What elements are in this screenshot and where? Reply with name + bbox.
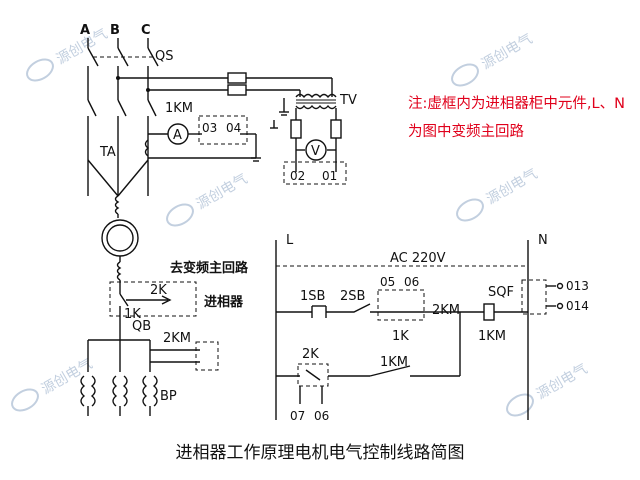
- brand-logo-icon: [11, 388, 39, 412]
- phase-c-label: C: [141, 23, 151, 38]
- sb1-button: [300, 306, 340, 318]
- phase-advancer-box: [109, 281, 197, 317]
- fuse: [227, 72, 247, 84]
- brand-logo-icon: [506, 393, 534, 417]
- supply-label: AC 220V: [390, 251, 446, 266]
- km1-label: 1KM: [165, 101, 193, 116]
- watermark-text: 源创电气: [534, 361, 590, 403]
- phase-advancer-transformer: [80, 375, 158, 416]
- diagram-title: 进相器工作原理电机电气控制线路简图: [175, 443, 465, 463]
- terminal-box-02-01: [283, 161, 347, 185]
- terminal-01: 01: [322, 169, 337, 183]
- sb2-button: [340, 303, 378, 313]
- note-text: 注:虚框内为进相器柜中元件,L、N为图中变频主回路: [408, 96, 625, 140]
- ta-label: TA: [99, 145, 116, 160]
- watermark: 源创电气: [456, 166, 540, 222]
- control-circuit: L N AC 220V SQF 013 014 1SB 2SB 05 06 1K…: [275, 233, 589, 423]
- voltmeter-icon: [305, 139, 327, 161]
- power-circuit: A B C QS TV: [80, 23, 357, 416]
- km2-contact-label: 2KM: [432, 303, 460, 318]
- km2-label: 2KM: [163, 331, 191, 346]
- km1-coil-label: 1KM: [478, 329, 506, 344]
- sqf-box: [521, 279, 547, 315]
- k1-coil-label: 1K: [392, 329, 409, 344]
- bp-label: BP: [160, 389, 177, 404]
- voltmeter-label: V: [311, 144, 320, 159]
- km1-main-contact: [87, 99, 97, 117]
- ammeter-label: A: [173, 128, 182, 143]
- phase-b-label: B: [110, 23, 120, 38]
- watermark-layer: 源创电气 源创电气 源创电气 源创电气 源创电气 源创电气: [11, 26, 590, 417]
- k1-contact: [119, 293, 129, 307]
- brand-logo-icon: [451, 63, 479, 87]
- brand-logo-icon: [456, 198, 484, 222]
- terminal-013: 013: [566, 279, 589, 293]
- watermark: 源创电气: [506, 361, 590, 417]
- n-label: N: [538, 233, 548, 248]
- brand-logo-icon: [26, 58, 54, 82]
- terminal-06a: 06: [404, 275, 419, 289]
- terminal-06b: 06: [314, 409, 329, 423]
- phase-a-label: A: [80, 23, 90, 38]
- to-vfd-label: 去变频主回路: [170, 260, 249, 276]
- watermark-text: 源创电气: [194, 171, 250, 213]
- watermark-text: 源创电气: [39, 356, 95, 398]
- l-label: L: [286, 233, 294, 248]
- sb2-label: 2SB: [340, 289, 365, 304]
- terminal-014: 014: [566, 299, 589, 313]
- fuse: [290, 119, 302, 139]
- terminal-02: 02: [290, 169, 305, 183]
- watermark-text: 源创电气: [479, 31, 535, 73]
- km1-contact-label: 1KM: [380, 355, 408, 370]
- watermark: 源创电气: [26, 26, 110, 82]
- km2-box: [195, 341, 219, 371]
- terminal-03: 03: [202, 121, 217, 135]
- qb-label: QB: [132, 319, 151, 334]
- tv-label: TV: [339, 93, 357, 108]
- watermark-text: 源创电气: [484, 166, 540, 208]
- terminal-07: 07: [290, 409, 305, 423]
- fuse: [227, 84, 247, 96]
- km1-contact: [369, 365, 411, 377]
- phase-advancer-label: 进相器: [204, 294, 244, 310]
- k1-label: 1K: [124, 307, 141, 322]
- watermark: 源创电气: [451, 31, 535, 87]
- terminal-box-03-04: [198, 115, 248, 145]
- k2-label: 2K: [150, 283, 167, 298]
- current-transformer: [144, 139, 150, 157]
- terminal-04: 04: [226, 121, 241, 135]
- brand-logo-icon: [166, 203, 194, 227]
- sqf-label: SQF: [488, 285, 514, 300]
- qs-label: QS: [155, 49, 173, 64]
- sb1-label: 1SB: [300, 289, 325, 304]
- terminal-05: 05: [380, 275, 395, 289]
- km1-coil: [483, 303, 495, 321]
- k2-contact-label: 2K: [302, 347, 319, 362]
- voltage-transformer: [295, 93, 337, 110]
- watermark: 源创电气: [166, 171, 250, 227]
- fuse: [330, 119, 342, 139]
- arrow-icon: [161, 295, 172, 305]
